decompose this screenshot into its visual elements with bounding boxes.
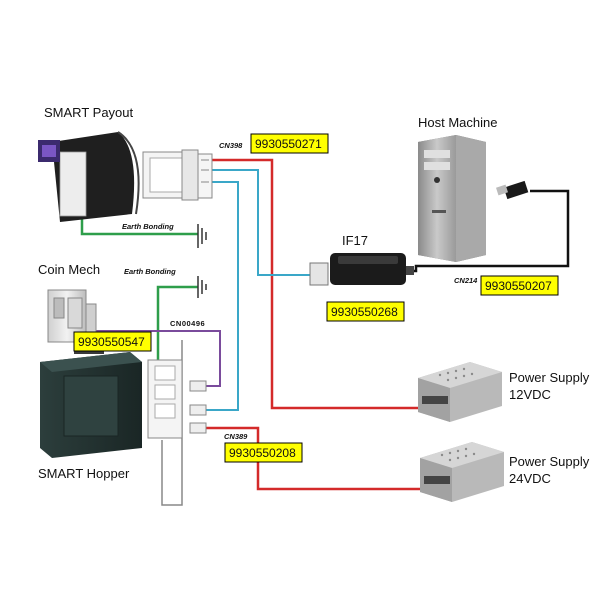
psu-12v-label: Power Supply 12VDC xyxy=(509,370,593,402)
coin-mech-label: Coin Mech xyxy=(38,262,100,277)
smart-payout-device xyxy=(38,131,140,222)
svg-text:9930550547: 9930550547 xyxy=(78,335,145,349)
usb-plug-icon xyxy=(496,180,529,200)
part-label-9930550271: 9930550271 xyxy=(250,133,329,154)
cyan-wire-hopper-payout xyxy=(206,181,239,411)
cn00496-label: CN00496 xyxy=(170,319,205,328)
earth-symbol-top xyxy=(197,224,207,248)
host-machine-tower xyxy=(418,135,486,262)
part-label-9930550268: 9930550268 xyxy=(326,301,405,322)
earth-symbol-bottom xyxy=(197,276,207,298)
psu-24v-device xyxy=(420,442,504,502)
cyan-wire-payout-if17 xyxy=(212,169,310,276)
payout-connector-board xyxy=(142,149,213,201)
svg-text:9930550208: 9930550208 xyxy=(229,446,296,460)
psu-24v-label-line1: Power Supply xyxy=(509,454,590,469)
usb-cable-if17-host xyxy=(410,189,570,273)
cn214-label: CN214 xyxy=(454,276,478,285)
psu-12v-label-line2: 12VDC xyxy=(509,387,551,402)
smart-hopper-device xyxy=(40,340,142,458)
part-label-9930550207: 9930550207 xyxy=(480,275,559,296)
smart-hopper-label: SMART Hopper xyxy=(38,466,130,481)
green-wire-payout-earth xyxy=(80,214,198,236)
wires xyxy=(80,158,570,491)
part-label-9930550547: 9930550547 xyxy=(73,331,152,352)
host-machine-label: Host Machine xyxy=(418,115,497,130)
cn398-label: CN398 xyxy=(219,141,243,150)
purple-wire-coinmech-hopper xyxy=(95,330,221,387)
svg-text:9930550207: 9930550207 xyxy=(485,279,552,293)
earth-bonding-label-top: Earth Bonding xyxy=(122,222,174,231)
cn389-label: CN389 xyxy=(224,432,248,441)
psu-24v-label: Power Supply 24VDC xyxy=(509,454,593,486)
svg-text:9930550268: 9930550268 xyxy=(331,305,398,319)
psu-12v-device xyxy=(418,362,502,422)
smart-payout-label: SMART Payout xyxy=(44,105,134,120)
hopper-interface-board xyxy=(147,340,207,506)
if17-label: IF17 xyxy=(342,233,368,248)
psu-24v-label-line2: 24VDC xyxy=(509,471,551,486)
red-wire-payout-psu12 xyxy=(212,158,418,410)
if17-interface xyxy=(309,253,414,286)
psu-12v-label-line1: Power Supply xyxy=(509,370,590,385)
svg-text:9930550271: 9930550271 xyxy=(255,137,322,151)
part-label-9930550208: 9930550208 xyxy=(224,442,303,463)
green-wire-hopper-earth xyxy=(156,285,198,360)
earth-bonding-label-bottom: Earth Bonding xyxy=(124,267,176,276)
